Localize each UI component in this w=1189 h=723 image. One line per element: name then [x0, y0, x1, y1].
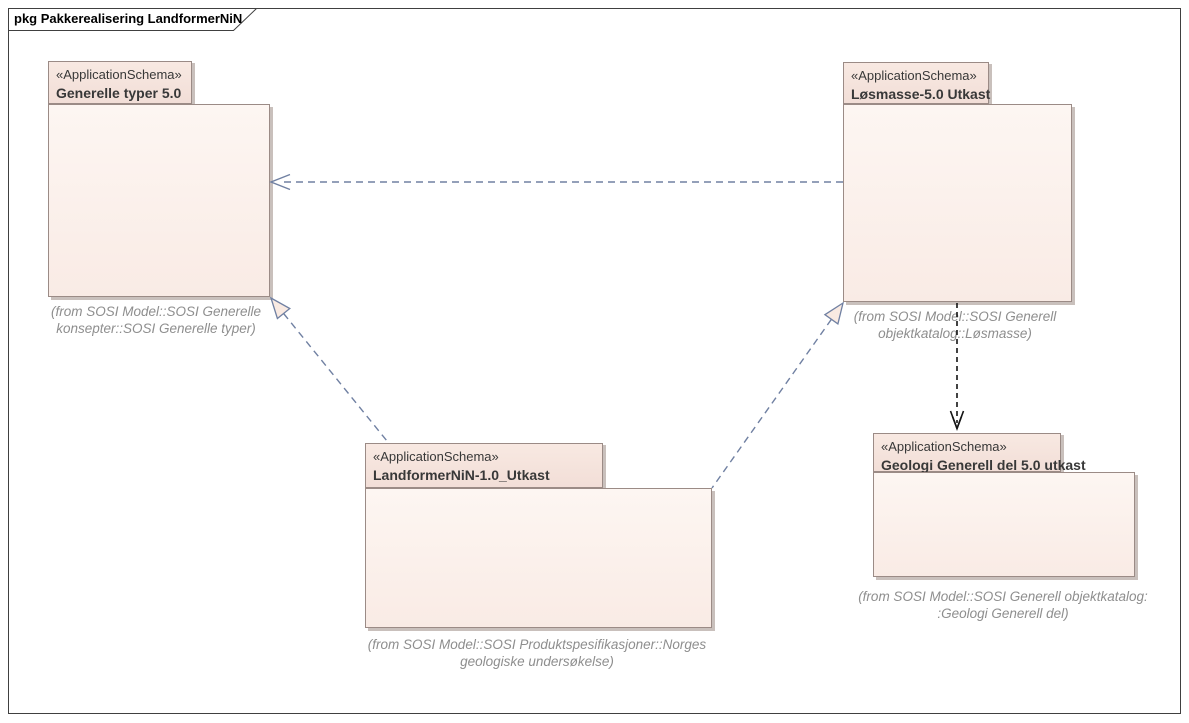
stereotype-label: «ApplicationSchema» [56, 67, 182, 82]
package-source-note: (from SOSI Model::SOSI Generell objektka… [835, 308, 1075, 342]
note-line: (from SOSI Model::SOSI Generell objektka… [858, 589, 1148, 604]
package-tab: «ApplicationSchema» Generelle typer 5.0 [48, 61, 192, 104]
package-body[interactable] [48, 104, 270, 297]
note-line: objektkatalog::Løsmasse) [878, 326, 1032, 341]
package-name: Generelle typer 5.0 [56, 85, 182, 101]
package-name: LandformerNiN-1.0_Utkast [373, 467, 550, 483]
note-line: (from SOSI Model::SOSI Generelle [50, 304, 262, 319]
package-tab: «ApplicationSchema» LandformerNiN-1.0_Ut… [365, 443, 603, 488]
stereotype-label: «ApplicationSchema» [373, 449, 499, 464]
package-body[interactable] [843, 104, 1072, 302]
note-line: geologiske undersøkelse) [460, 654, 614, 669]
diagram-frame [8, 8, 1181, 714]
package-body[interactable] [873, 472, 1135, 577]
package-tab: «ApplicationSchema» Løsmasse-5.0 Utkast [843, 62, 991, 104]
package-name: Løsmasse-5.0 Utkast [851, 86, 991, 102]
note-line: konsepter::SOSI Generelle typer) [56, 321, 256, 336]
note-line: (from SOSI Model::SOSI Produktspesifikas… [367, 637, 707, 652]
note-line: :Geologi Generell del) [937, 606, 1069, 621]
note-line: (from SOSI Model::SOSI Generell [853, 309, 1057, 324]
package-tab: «ApplicationSchema» Geologi Generell del… [873, 433, 1086, 473]
package-source-note: (from SOSI Model::SOSI Generelle konsept… [36, 303, 276, 337]
package-name: Geologi Generell del 5.0 utkast [881, 457, 1086, 473]
package-source-note: (from SOSI Model::SOSI Generell objektka… [853, 588, 1153, 622]
package-source-note: (from SOSI Model::SOSI Produktspesifikas… [357, 636, 717, 670]
diagram-title: pkg Pakkerealisering LandformerNiN [14, 11, 243, 26]
package-body[interactable] [365, 488, 712, 628]
stereotype-label: «ApplicationSchema» [851, 68, 977, 83]
stereotype-label: «ApplicationSchema» [881, 439, 1007, 454]
